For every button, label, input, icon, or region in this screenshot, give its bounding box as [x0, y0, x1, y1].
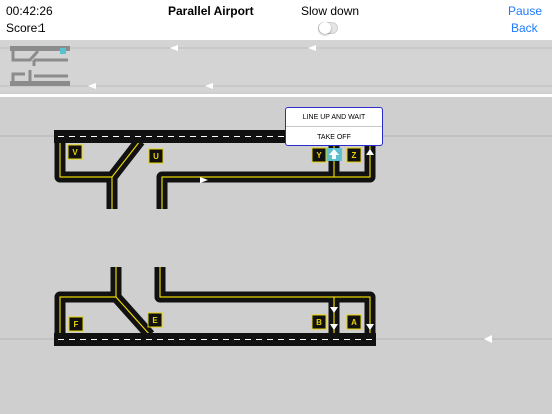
svg-text:U: U	[153, 152, 159, 161]
game-clock: 00:42:26	[6, 4, 53, 18]
taxiway-sign-a: A	[346, 314, 362, 330]
minimap-svg	[0, 45, 552, 89]
slow-down-toggle[interactable]	[318, 22, 338, 34]
taxiway-sign-v: V	[67, 144, 83, 160]
pause-button[interactable]: Pause	[508, 4, 543, 18]
taxiway-centerline-bottom	[59, 267, 371, 337]
slow-down-label: Slow down	[301, 4, 360, 18]
svg-text:F: F	[74, 320, 79, 329]
minimap-taxiway	[11, 50, 68, 66]
taxiway-centerline-top	[59, 137, 371, 209]
back-button[interactable]: Back	[511, 21, 538, 35]
menu-separator	[286, 126, 382, 127]
plane-icon-taxiing[interactable]	[200, 177, 208, 183]
taxiway-sign-y: Y	[311, 147, 327, 163]
score-value: 1	[39, 21, 46, 35]
minimap-runway-bottom	[10, 81, 70, 86]
taxiway-sign-f: F	[68, 316, 84, 332]
taxiway-sign-e: E	[147, 312, 163, 328]
svg-text:E: E	[152, 316, 158, 325]
taxiway-sign-u: U	[148, 148, 164, 164]
taxiway-sign-b: B	[311, 314, 327, 330]
minimap-plane-icon	[88, 83, 96, 89]
plane-command-menu: LINE UP AND WAIT TAKE OFF	[285, 107, 383, 146]
svg-text:A: A	[351, 318, 357, 327]
plane-icon-holding[interactable]	[366, 324, 374, 330]
selected-plane-icon[interactable]	[329, 149, 339, 159]
minimap-plane-icon	[308, 45, 316, 51]
view-divider	[0, 94, 552, 97]
plane-icon-holding[interactable]	[330, 307, 338, 313]
toggle-knob	[319, 22, 331, 34]
page-title: Parallel Airport	[168, 4, 254, 18]
score-label: Score:	[6, 21, 41, 35]
minimap-plane-icon	[205, 83, 213, 89]
taxiway-sign-z: Z	[346, 147, 362, 163]
line-up-and-wait-option[interactable]: LINE UP AND WAIT	[302, 114, 366, 121]
minimap-taxiway	[11, 70, 68, 81]
minimap-runway-top	[10, 46, 70, 51]
minimap-selected-plane	[60, 48, 66, 54]
plane-icon-holding[interactable]	[330, 324, 338, 330]
overview-minimap[interactable]	[0, 40, 552, 92]
svg-text:B: B	[316, 318, 322, 327]
plane-icon-approach[interactable]	[484, 335, 492, 343]
top-bar: 00:42:26 Score: 1 Parallel Airport Slow …	[0, 0, 552, 40]
svg-text:V: V	[72, 148, 78, 157]
take-off-option[interactable]: TAKE OFF	[317, 134, 351, 141]
svg-text:Y: Y	[316, 151, 322, 160]
plane-icon-holding[interactable]	[366, 149, 374, 155]
minimap-plane-icon	[170, 45, 178, 51]
svg-text:Z: Z	[352, 151, 357, 160]
airport-map[interactable]: V U Y Z F E B A	[0, 97, 552, 414]
